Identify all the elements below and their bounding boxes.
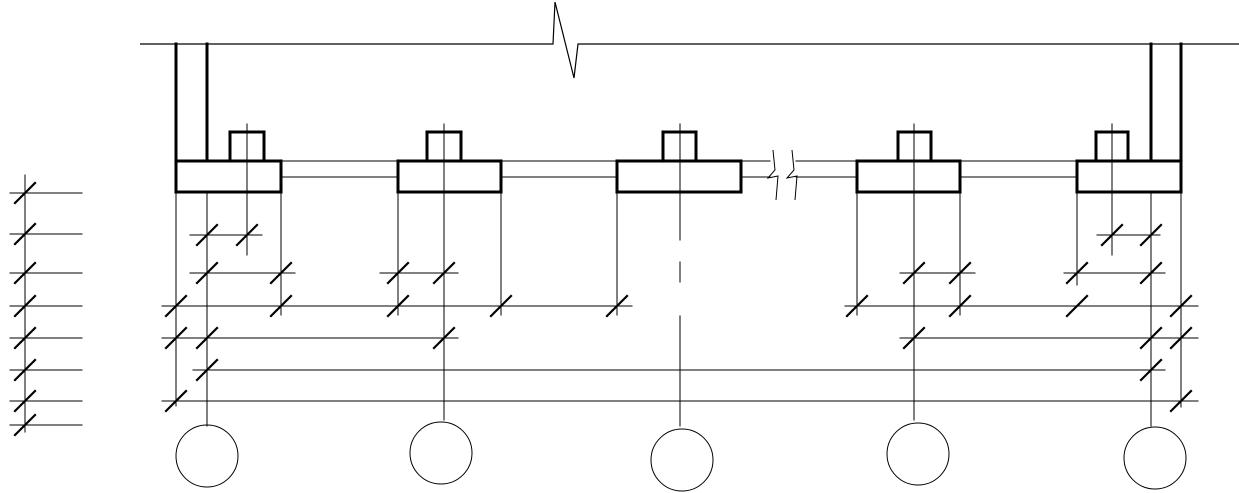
vertex-dot [694, 159, 698, 163]
vertex-dot [1179, 159, 1183, 163]
left-dimension-tick [13, 413, 37, 437]
vertex-dot [396, 159, 400, 163]
dimension-tick [432, 261, 456, 285]
dimension-tick [845, 294, 869, 318]
vertex-dot [929, 130, 933, 134]
dimension-tick [1065, 261, 1089, 285]
footing-base-right [1075, 159, 1183, 194]
dimension-tick [1139, 358, 1163, 382]
footing-base [855, 159, 962, 194]
dimension-tick [902, 261, 926, 285]
dimension-tick [1100, 223, 1124, 247]
vertex-dot [262, 130, 266, 134]
footing-base-left [174, 159, 283, 194]
slab-line-with-break [140, 1, 1239, 79]
vertex-dot [694, 130, 698, 134]
footing-base-center [615, 159, 743, 194]
dimension-tick [164, 326, 188, 350]
axis-bubble [409, 421, 473, 485]
left-dimension-tick [13, 222, 37, 246]
vertex-dot [661, 159, 665, 163]
axis-bubble [886, 422, 950, 486]
vertex-dot [262, 159, 266, 163]
vertex-dot [459, 159, 463, 163]
dimension-tick [386, 294, 410, 318]
axis-bubble [1123, 426, 1187, 490]
dimension-tick [164, 389, 188, 413]
vertex-dot [1094, 130, 1098, 134]
left-dimension-tick [13, 389, 37, 413]
vertex-dot [1094, 159, 1098, 163]
footing-base [396, 159, 503, 194]
dimension-tick [1139, 261, 1163, 285]
dimension-tick [164, 294, 188, 318]
vertex-dot [855, 159, 859, 163]
axis-bubble [650, 428, 714, 492]
dimension-tick [269, 261, 293, 285]
dimension-tick [605, 294, 629, 318]
vertex-dot [228, 130, 232, 134]
dimension-tick [195, 326, 219, 350]
left-dimension-tick [13, 326, 37, 350]
vertex-dot [1075, 159, 1079, 163]
dimension-tick [1065, 294, 1089, 318]
vertex-dot [896, 159, 900, 163]
vertex-dot [228, 159, 232, 163]
vertex-dot [279, 159, 283, 163]
dimension-tick [195, 358, 219, 382]
dimension-tick [235, 223, 259, 247]
vertex-dot [661, 130, 665, 134]
vertex-dot [425, 159, 429, 163]
beam-break-mark [766, 149, 779, 201]
vertex-dot [615, 159, 619, 163]
dimension-tick [1169, 294, 1193, 318]
dimension-tick [195, 223, 219, 247]
vertex-dot [1126, 159, 1130, 163]
vertex-dot [739, 190, 743, 194]
dimension-tick [948, 294, 972, 318]
dimension-tick [902, 326, 926, 350]
vertex-dot [739, 159, 743, 163]
vertex-dot [896, 130, 900, 134]
dimension-tick [1169, 326, 1193, 350]
vertex-dot [174, 159, 178, 163]
beam-break-mark [785, 149, 798, 201]
vertex-dot [425, 130, 429, 134]
vertex-dot [499, 159, 503, 163]
dimension-tick [489, 294, 513, 318]
vertex-dot [958, 159, 962, 163]
dimension-tick [386, 261, 410, 285]
dimension-tick [1139, 223, 1163, 247]
axis-bubble [175, 424, 239, 488]
dimension-tick [195, 261, 219, 285]
vertex-dot [1126, 130, 1130, 134]
left-dimension-tick [13, 294, 37, 318]
dimension-tick [948, 261, 972, 285]
left-dimension-tick [13, 358, 37, 382]
dimension-tick [269, 294, 293, 318]
dimension-tick [1169, 389, 1193, 413]
left-dimension-tick [13, 181, 37, 205]
dimension-tick [432, 326, 456, 350]
vertex-dot [929, 159, 933, 163]
left-dimension-tick [13, 261, 37, 285]
dimension-tick [1139, 326, 1163, 350]
vertex-dot [459, 130, 463, 134]
